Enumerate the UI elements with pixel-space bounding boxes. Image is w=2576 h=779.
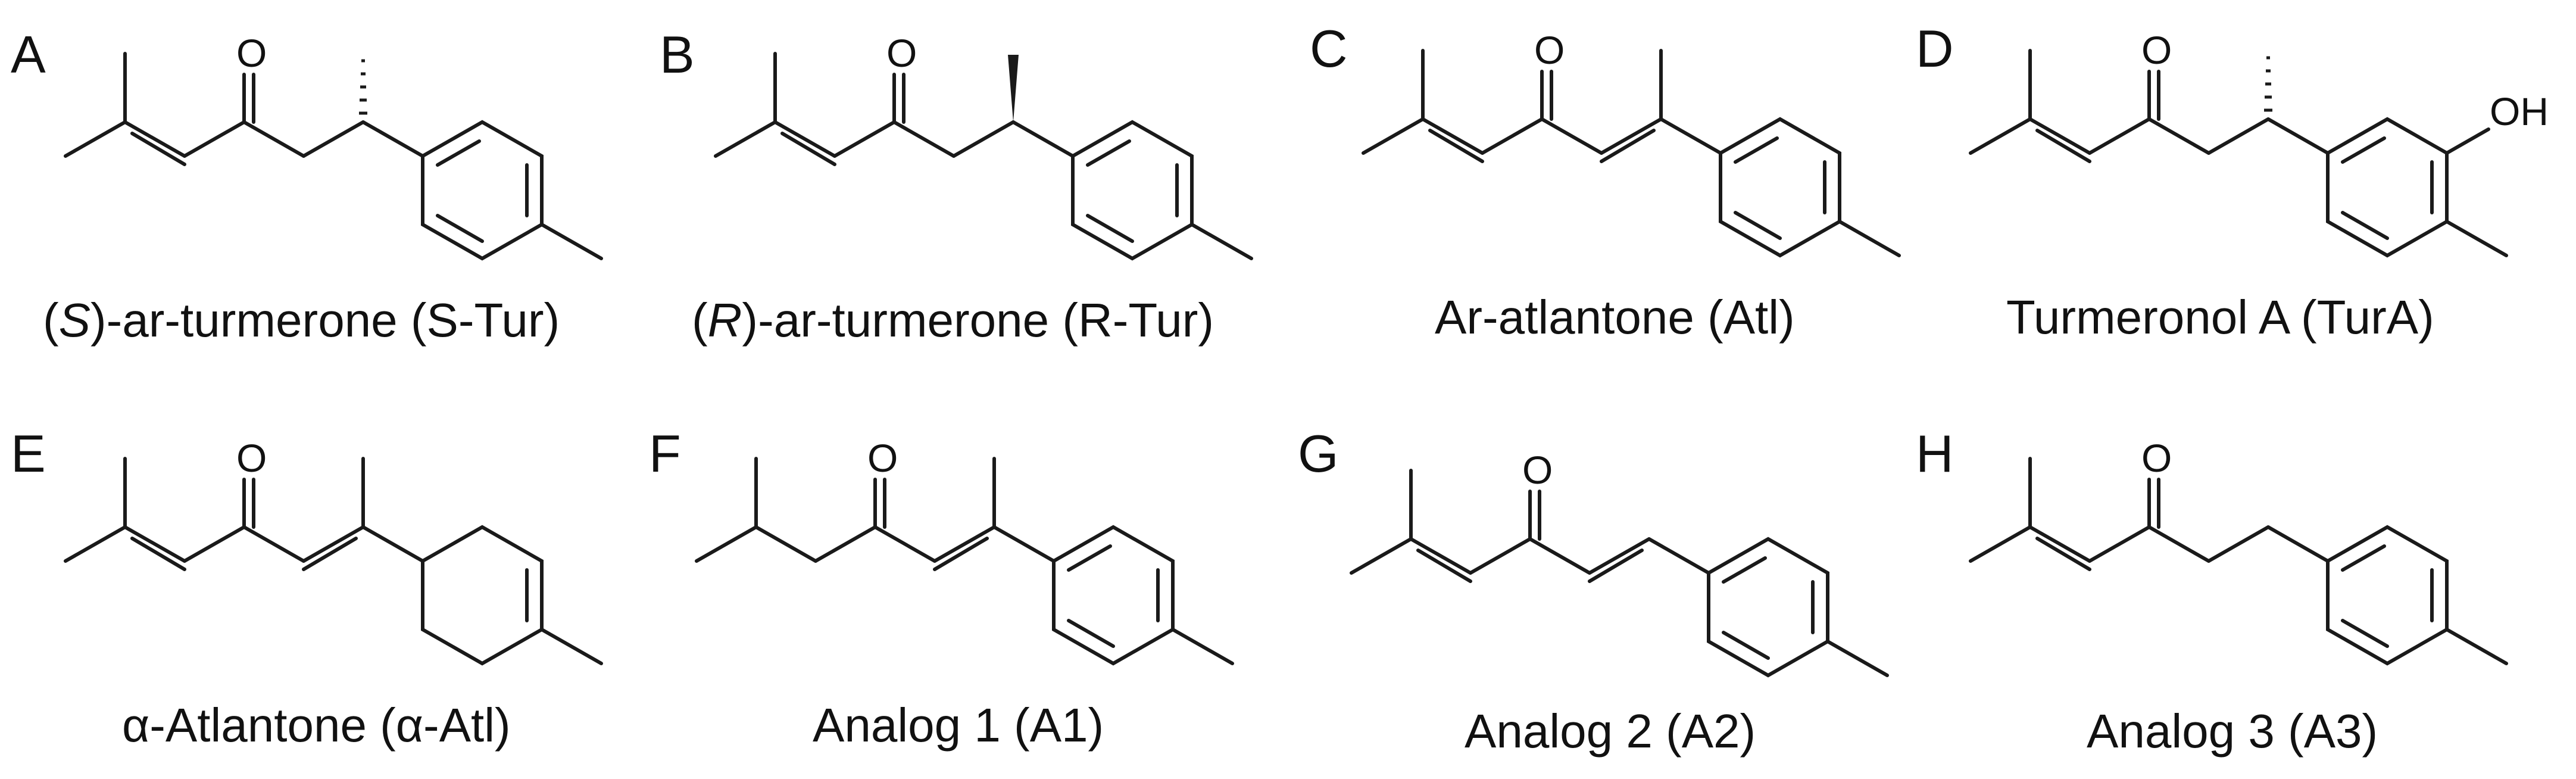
panel-c: C O Ar-atlantone (Atl) [1310,19,1901,344]
oxygen-label: O [867,436,898,480]
panel-letter: G [1298,424,1338,483]
oxygen-label: O [2141,436,2172,480]
panel-f: F O Analog 1 (A1) [649,424,1234,752]
oxygen-label: O [1534,28,1565,72]
solid-wedge [1008,55,1019,122]
oxygen-label: O [1522,448,1553,492]
panel-b: B O (R)-ar-turmerone (R-Tur) [660,25,1253,347]
oxygen-label: O [236,436,267,480]
hashed-wedge [359,59,367,115]
compound-caption: Turmeronol A (TurA) [2006,291,2434,344]
compound-caption: (S)-ar-turmerone (S-Tur) [43,294,560,347]
structure-analog-2: O [1350,448,1889,678]
compound-caption: Ar-atlantone (Atl) [1435,291,1795,344]
structure-analog-3: O [1969,436,2508,666]
compound-caption: Analog 2 (A2) [1465,705,1756,758]
compound-caption: (R)-ar-turmerone (R-Tur) [692,294,1214,347]
compound-caption: α-Atlantone (α-Atl) [122,699,511,752]
structure-analog-1: O [695,436,1234,666]
oxygen-label: O [2141,28,2172,72]
structure-turmeronol-a: OH O [1969,28,2549,258]
panel-letter: E [11,424,46,483]
panel-h: H O Analog 3 (A3) [1916,424,2508,758]
hashed-wedge [2264,56,2272,112]
oxygen-label: O [236,31,267,75]
structure-alpha-atlantone: O [64,436,603,666]
panel-a: A O (S)-a [11,25,603,347]
panel-letter: D [1916,19,1954,78]
panel-letter: A [11,25,46,84]
panel-g: G O Analog 2 (A2) [1298,424,1889,758]
panel-letter: B [660,25,695,84]
panel-letter: H [1916,424,1954,483]
compound-caption: Analog 1 (A1) [813,699,1104,752]
oxygen-label: O [886,31,917,75]
panel-letter: F [649,424,681,483]
structure-r-ar-turmerone: O [714,31,1253,261]
structure-s-ar-turmerone: O [64,31,603,261]
structure-ar-atlantone: O [1362,28,1901,258]
panel-e: E O α-Atlantone (α-Atl) [11,424,603,752]
panel-letter: C [1310,19,1348,78]
panel-d: D OH O [1916,19,2549,344]
hydroxyl-label: OH [2490,89,2549,133]
compound-caption: Analog 3 (A3) [2087,705,2378,758]
